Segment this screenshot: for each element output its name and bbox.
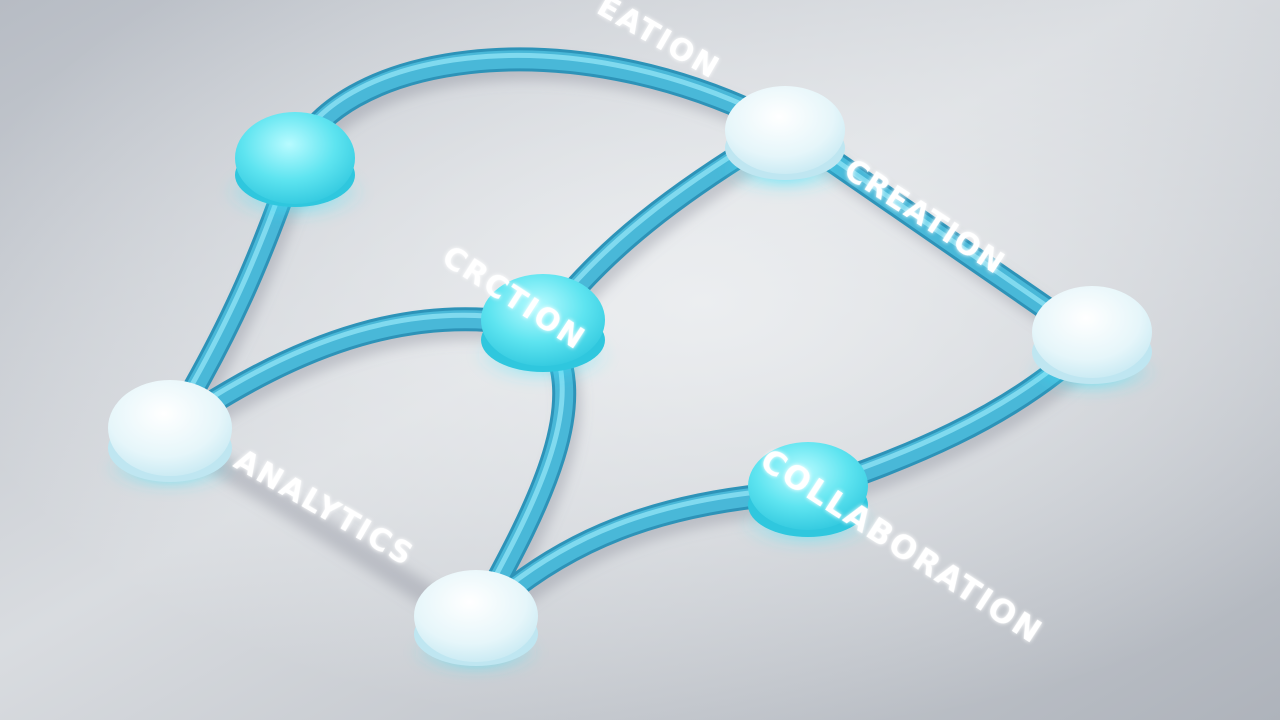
node-left bbox=[104, 380, 236, 492]
node-bottom-right bbox=[738, 442, 878, 550]
node-bottom bbox=[410, 570, 542, 676]
node-top-left bbox=[223, 112, 367, 222]
node-center bbox=[473, 274, 613, 385]
node-right bbox=[1026, 286, 1158, 396]
node-top-right bbox=[719, 86, 851, 194]
